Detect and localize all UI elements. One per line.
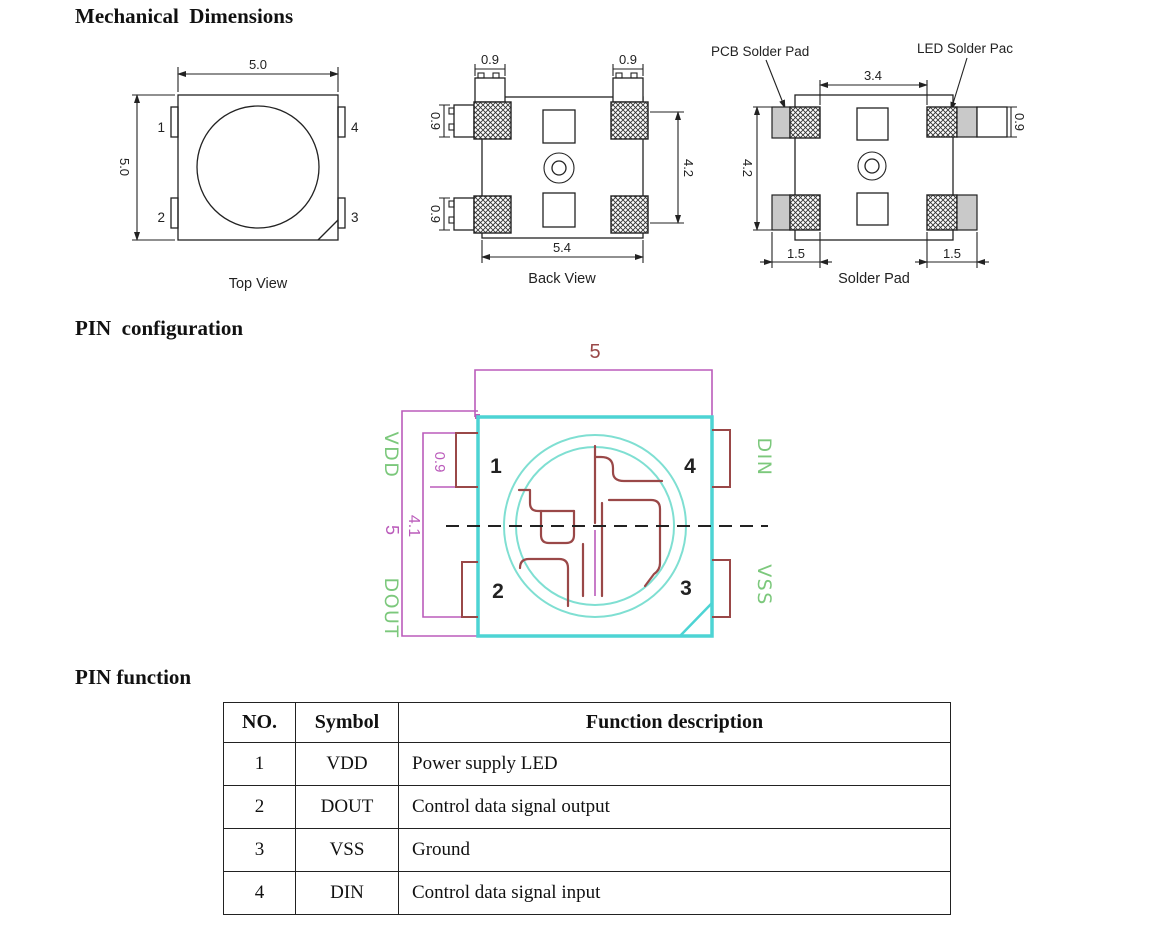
pin-configuration-heading: PIN configuration bbox=[75, 316, 243, 340]
top-view-body bbox=[170, 94, 346, 241]
top-view-caption: Top View bbox=[229, 276, 288, 292]
pin-no: 3 bbox=[223, 828, 296, 872]
top-view-width-dim: 5.0 bbox=[249, 57, 267, 72]
top-view-pin4: 4 bbox=[351, 120, 359, 135]
solder-pad-body bbox=[771, 94, 1008, 241]
top-view-dimensions: 5.0 5.0 bbox=[117, 57, 339, 241]
col-header-symbol: Symbol bbox=[295, 702, 399, 743]
pin-diagram-pins bbox=[455, 429, 731, 618]
table-row: 4 DIN Control data signal input bbox=[223, 871, 951, 915]
top-view-drawing: 5.0 5.0 1 2 4 3 Top View bbox=[117, 57, 359, 292]
pin-description: Control data signal output bbox=[398, 785, 951, 829]
solder-pad-caption: Solder Pad bbox=[838, 271, 910, 287]
pin-diagram-signal-labels: VDD DOUT DIN VSS bbox=[380, 432, 775, 639]
back-view-caption: Back View bbox=[528, 271, 596, 287]
back-view-tab-dim-l2: 0.9 bbox=[428, 205, 443, 223]
vss-label: VSS bbox=[753, 564, 775, 606]
back-view-drawing: 0.9 0.9 0.9 0.9 4.2 5.4 Back View bbox=[428, 52, 696, 287]
back-view-tab-dim-l1: 0.9 bbox=[428, 112, 443, 130]
solder-pad-callouts: PCB Solder Pad LED Solder Pac bbox=[711, 41, 1013, 111]
pin-description: Power supply LED bbox=[398, 742, 951, 786]
table-row: 3 VSS Ground bbox=[223, 828, 951, 872]
pin-function-table: NO. Symbol Function description 1 VDD Po… bbox=[223, 702, 951, 915]
din-label: DIN bbox=[753, 438, 775, 477]
vdd-label: VDD bbox=[380, 432, 402, 479]
pin-diagram-pad-span-dim: 4.1 bbox=[405, 515, 422, 537]
pin-diagram-dimensions: 5 5 4.1 0.9 bbox=[382, 341, 713, 637]
back-view-body bbox=[448, 72, 649, 239]
back-view-width-dim: 5.4 bbox=[553, 240, 571, 255]
table-row: 2 DOUT Control data signal output bbox=[223, 785, 951, 829]
pin-diagram-height-dim: 5 bbox=[382, 525, 402, 535]
solder-pad-drawing: PCB Solder Pad LED Solder Pac 3.4 4.2 bbox=[711, 41, 1027, 287]
back-view-dimensions: 0.9 0.9 0.9 0.9 4.2 5.4 bbox=[428, 52, 696, 263]
pin-description: Ground bbox=[398, 828, 951, 872]
pin-diagram-pin2: 2 bbox=[492, 580, 504, 603]
pin-function-heading: PIN function bbox=[75, 665, 192, 689]
pin-diagram-pin3: 3 bbox=[680, 577, 692, 600]
back-view-height-dim: 4.2 bbox=[681, 159, 696, 177]
pin-diagram-pin1: 1 bbox=[490, 455, 502, 478]
led-solder-pad-callout: LED Solder Pac bbox=[917, 41, 1013, 56]
solder-pad-pad-height-dim: 0.9 bbox=[1012, 113, 1027, 131]
pin-symbol: VDD bbox=[295, 742, 399, 786]
pin-diagram-pin4: 4 bbox=[684, 455, 696, 478]
pin-no: 4 bbox=[223, 871, 296, 915]
pin-diagram-width-dim: 5 bbox=[589, 341, 600, 363]
top-view-pin3: 3 bbox=[351, 210, 359, 225]
top-view-pin1: 1 bbox=[157, 120, 165, 135]
top-view-pin-numbers: 1 2 4 3 bbox=[157, 120, 359, 225]
pin-no: 1 bbox=[223, 742, 296, 786]
mechanical-dimensions-heading: Mechanical Dimensions bbox=[75, 4, 294, 28]
pin-no: 2 bbox=[223, 785, 296, 829]
col-header-no: NO. bbox=[223, 702, 296, 743]
solder-pad-width-dim-left: 1.5 bbox=[787, 246, 805, 261]
pin-configuration-drawing: 5 5 4.1 0.9 1 2 4 3 VDD bbox=[380, 341, 775, 639]
table-row: 1 VDD Power supply LED bbox=[223, 742, 951, 786]
table-header-row: NO. Symbol Function description bbox=[223, 702, 951, 743]
solder-pad-width-dim-right: 1.5 bbox=[943, 246, 961, 261]
pcb-solder-pad-callout: PCB Solder Pad bbox=[711, 44, 809, 59]
solder-pad-height-dim: 4.2 bbox=[740, 159, 755, 177]
pin-symbol: DOUT bbox=[295, 785, 399, 829]
pin-description: Control data signal input bbox=[398, 871, 951, 915]
dout-label: DOUT bbox=[380, 577, 402, 638]
solder-pad-dimensions: 3.4 4.2 1.5 1.5 0.9 bbox=[740, 68, 1027, 268]
pin-diagram-traces bbox=[517, 444, 664, 608]
pin-diagram-pin-numbers: 1 2 4 3 bbox=[490, 455, 696, 603]
pin-symbol: DIN bbox=[295, 871, 399, 915]
solder-pad-pitch-dim: 3.4 bbox=[864, 68, 882, 83]
top-view-height-dim: 5.0 bbox=[117, 158, 132, 176]
top-view-pin2: 2 bbox=[157, 210, 165, 225]
col-header-function: Function description bbox=[398, 702, 951, 743]
back-view-tab-dim-tl: 0.9 bbox=[481, 52, 499, 67]
pin-diagram-pin-width-dim: 0.9 bbox=[431, 452, 448, 473]
pin-symbol: VSS bbox=[295, 828, 399, 872]
back-view-tab-dim-tr: 0.9 bbox=[619, 52, 637, 67]
